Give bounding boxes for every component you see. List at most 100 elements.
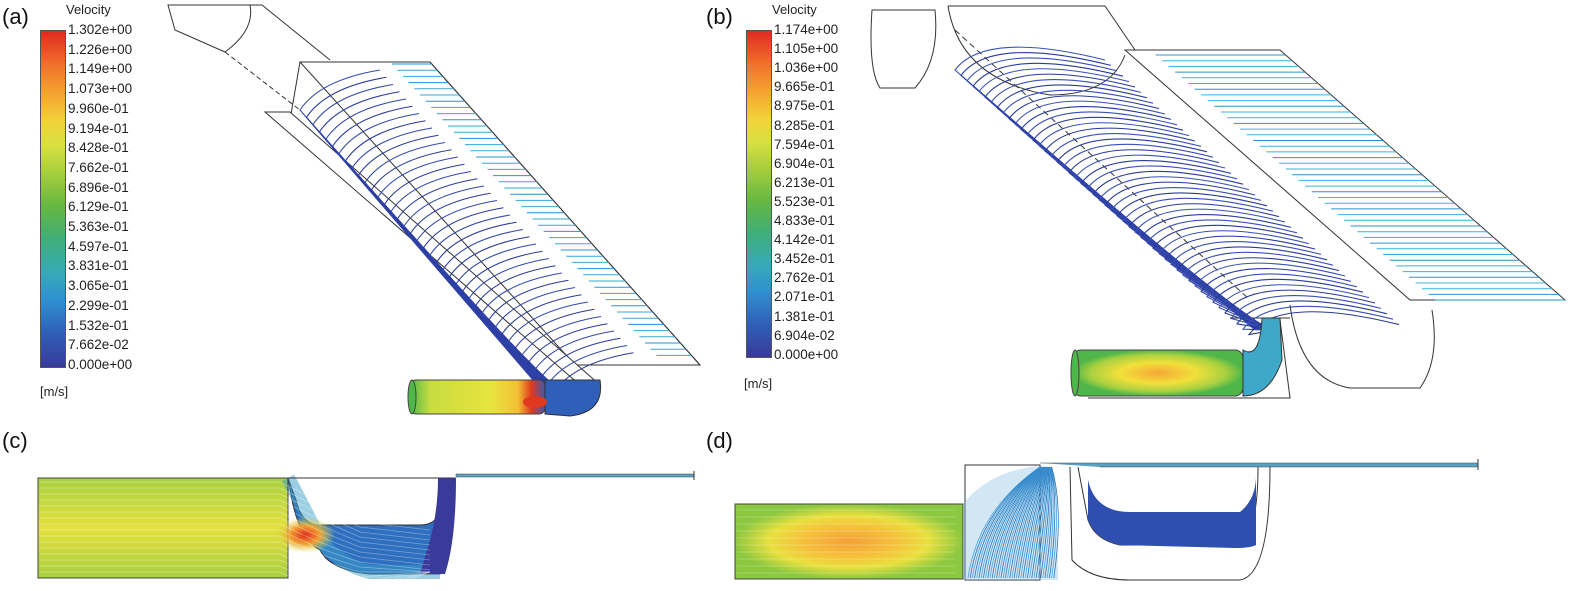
streamline [40, 547, 431, 578]
streamline [1247, 311, 1400, 336]
streamline [312, 83, 542, 389]
streamline [318, 91, 542, 389]
legend-tick-label: 6.904e-02 [774, 327, 835, 343]
streamline [409, 192, 549, 389]
streamline [1092, 170, 1265, 331]
streamline [1040, 466, 1051, 579]
streamline [1031, 466, 1050, 579]
streamline [40, 523, 431, 566]
streamline [435, 221, 551, 389]
streamline [1098, 176, 1265, 331]
streamline [1182, 251, 1334, 331]
panel-label-a: (a) [2, 4, 29, 29]
streamline [1050, 133, 1262, 331]
streamline [520, 315, 602, 389]
streamline [1212, 278, 1364, 331]
legend-tick-label: 4.833e-01 [774, 213, 835, 228]
streamline [1007, 466, 1046, 579]
streamline [422, 207, 550, 389]
streamline [1008, 95, 1259, 331]
streamline [1044, 127, 1262, 331]
legend-tick-label: 3.831e-01 [68, 258, 129, 274]
panel-label-d: (d) [706, 428, 733, 453]
streamline [1022, 466, 1048, 579]
streamline [1176, 246, 1328, 331]
streamline [494, 286, 576, 389]
color-bar [40, 30, 66, 368]
legend-tick-label: 4.597e-01 [68, 238, 129, 254]
panel-a-geometry [167, 4, 702, 386]
streamline [396, 178, 548, 389]
streamline [978, 466, 1042, 579]
streamline [984, 73, 1258, 331]
streamline [338, 112, 544, 389]
legend-tick-label: 1.532e-01 [68, 317, 129, 333]
legend-tick-label: 1.302e+00 [68, 22, 133, 37]
streamline [442, 228, 552, 389]
streamline [1056, 138, 1263, 331]
streamline [1200, 268, 1352, 331]
streamline [1134, 208, 1286, 331]
streamline [1146, 219, 1298, 331]
streamline [305, 76, 541, 389]
streamline [1080, 160, 1264, 331]
legend-title: Velocity [66, 2, 111, 17]
streamline [987, 466, 1043, 579]
panel-c-section [37, 471, 695, 579]
streamline [983, 466, 1043, 579]
streamline [448, 236, 552, 389]
panel-d-section [734, 459, 1479, 581]
streamline [1051, 466, 1057, 579]
streamline [1014, 100, 1260, 331]
streamline [40, 535, 431, 573]
streamline [1002, 89, 1259, 331]
streamline [370, 149, 546, 389]
legend-tick-label: 5.363e-01 [68, 219, 129, 234]
legend-tick-label: 5.523e-01 [774, 193, 835, 209]
streamline [507, 301, 589, 389]
streamline [1224, 289, 1376, 331]
panel-label-b: (b) [706, 4, 733, 29]
streamline [1206, 273, 1358, 331]
streamline [357, 134, 545, 389]
streamline [351, 127, 545, 389]
legend-tick-label: 8.285e-01 [774, 117, 835, 133]
legend-tick-label: 2.071e-01 [774, 289, 835, 305]
streamline [1035, 466, 1050, 579]
legend-tick-label: 8.975e-01 [774, 98, 835, 114]
streamline [1068, 149, 1263, 331]
legend-tick-label: 9.960e-01 [68, 100, 129, 116]
streamlines-d [737, 466, 1059, 579]
legend-tick-label: 9.665e-01 [774, 79, 835, 95]
streamline [1024, 466, 1049, 579]
streamline [500, 294, 582, 389]
streamline [1230, 295, 1382, 331]
streamline [40, 511, 431, 556]
streamline [40, 481, 431, 531]
streamline [985, 466, 1043, 579]
streamline [1194, 262, 1346, 331]
legend-title: Velocity [772, 2, 817, 17]
streamline [989, 466, 1044, 579]
streamline [1049, 466, 1056, 579]
streamline [954, 46, 1256, 331]
legend-tick-label: 1.073e+00 [68, 81, 133, 97]
streamline [1086, 165, 1265, 331]
streamline [526, 323, 608, 389]
streamline [1104, 181, 1266, 331]
streamline [1152, 224, 1304, 331]
streamline [1218, 284, 1370, 331]
streamline [40, 559, 431, 588]
panel-label-c: (c) [2, 428, 28, 453]
streamline [40, 571, 431, 591]
legend-tick-label: 8.428e-01 [68, 140, 129, 156]
streamline [474, 265, 556, 389]
streamline [461, 250, 553, 389]
legend-tick-label: 9.194e-01 [68, 120, 129, 136]
streamline [299, 69, 541, 389]
streamline [1188, 257, 1340, 331]
legend-tick-label: 7.662e-01 [68, 159, 129, 175]
streamline [998, 466, 1045, 579]
streamline [40, 505, 431, 551]
